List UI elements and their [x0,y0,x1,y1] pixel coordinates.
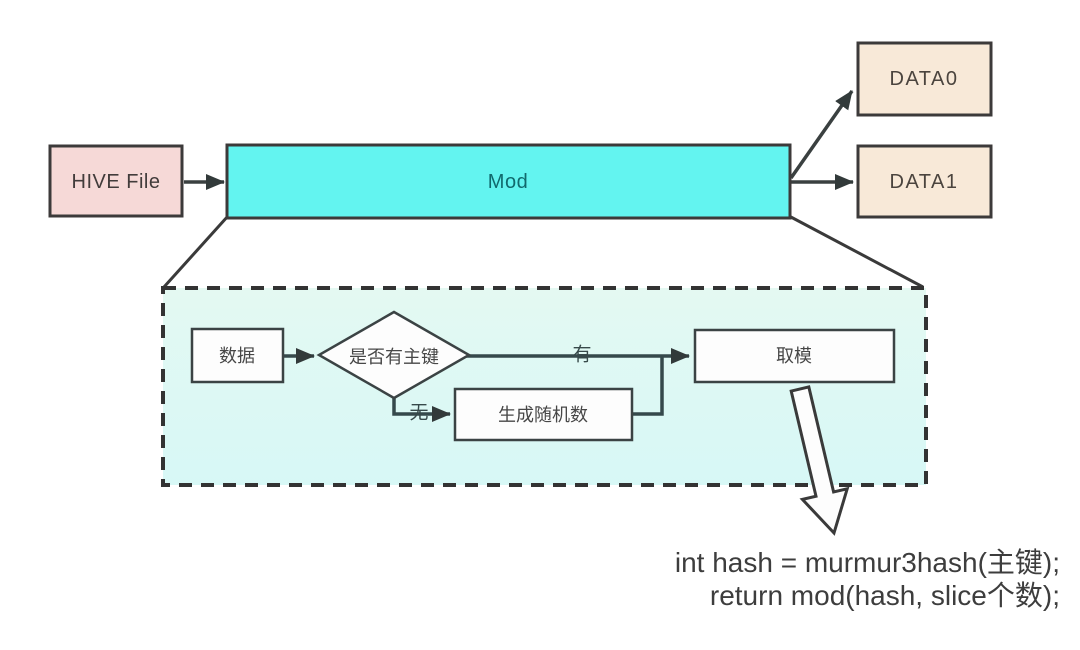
no-edge-label: 无 [409,403,428,424]
mod-op-node: 取模 [693,328,896,384]
data0-node: DATA0 [856,41,993,117]
decision-diamond [316,310,472,400]
code-annotation: int hash = murmur3hash(主键); return mod(h… [675,547,1060,611]
mod-label: Mod [488,171,528,193]
decision-label: 是否有主键 [349,347,439,367]
data-node-label: 数据 [219,346,255,366]
random-node: 生成随机数 [453,387,634,442]
mod-node: Mod [225,143,792,220]
hive-file-box [48,144,184,218]
big-callout-arrow [789,385,850,536]
mod-op-label: 取模 [776,346,812,366]
data1-label: DATA1 [890,171,959,193]
code-annotation-line1: int hash = murmur3hash(主键); [675,547,1060,578]
hive-file-node: HIVE File [48,144,184,218]
detail-panel [161,286,928,487]
mod-op-box [693,328,896,384]
hive-file-label: HIVE File [72,171,161,193]
data0-box [856,41,993,117]
expand-line-left [162,214,230,289]
no-edge [392,397,451,422]
data1-node: DATA1 [856,144,993,219]
random-node-box [453,387,634,442]
data-node-box [190,327,285,384]
data-node: 数据 [190,327,285,384]
decision-node: 是否有主键 [316,310,472,400]
mod-box [225,143,792,220]
random-to-mod-connector [632,357,664,416]
data0-label: DATA0 [890,68,959,90]
expand-line-right [788,214,924,289]
random-node-label: 生成随机数 [498,405,588,425]
data1-box [856,144,993,219]
arrow-mod-to-data0 [789,89,854,180]
yes-edge-label: 有 [572,344,591,366]
code-annotation-line2: return mod(hash, slice个数); [710,580,1060,611]
